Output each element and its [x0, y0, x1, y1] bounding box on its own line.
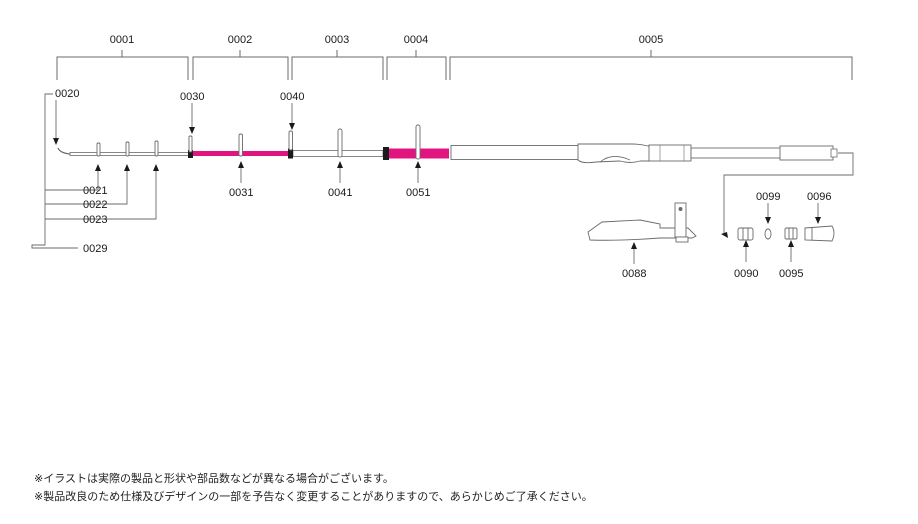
label-0021: 0021: [83, 185, 107, 197]
reel-seat: [577, 143, 651, 164]
label-0003: 0003: [325, 34, 349, 46]
joint-0004: [383, 147, 389, 160]
joint-0040: [288, 148, 293, 159]
label-0001: 0001: [110, 34, 134, 46]
guide-0040: [288, 130, 293, 151]
section-labels: 0001 0002 0003 0004 0005: [110, 34, 663, 46]
label-0029: 0029: [83, 243, 107, 255]
label-0030: 0030: [180, 91, 204, 103]
collar-0095: [784, 227, 798, 240]
bracket-0003: [291, 50, 384, 80]
guide-0030: [188, 135, 193, 153]
section-brackets: [56, 50, 853, 80]
label-0041: 0041: [328, 187, 352, 199]
label-0022: 0022: [83, 199, 107, 211]
label-0004: 0004: [404, 34, 428, 46]
disclaimer-note-2: ※製品改良のため仕様及びデザインの一部を予告なく変更することがありますので、あら…: [34, 490, 593, 503]
butt-end-0096: [804, 225, 835, 242]
label-0020: 0020: [55, 88, 79, 100]
leader-lines: [31, 93, 854, 264]
bracket-0002: [192, 50, 289, 80]
label-0088: 0088: [622, 268, 646, 280]
nut-0090: [737, 227, 754, 241]
guide-0031: [238, 133, 243, 157]
oring-0099: [764, 228, 772, 240]
part-labels: 0020 0021 0022 0023 0029 0030 0031 0040 …: [55, 88, 831, 280]
label-0040: 0040: [280, 91, 304, 103]
rod-guides: [96, 124, 421, 160]
rod-section-0001: [69, 152, 190, 156]
guide-0041: [337, 128, 343, 158]
rod: [57, 124, 838, 164]
rod-grip: [690, 147, 782, 159]
label-0023: 0023: [83, 214, 107, 226]
bracket-0005: [449, 50, 853, 80]
guide-0021: [96, 142, 101, 157]
label-0095: 0095: [779, 268, 803, 280]
reel-foot-0088: [587, 202, 697, 243]
label-0099: 0099: [756, 191, 780, 203]
guide-0051: [415, 124, 421, 160]
label-0096: 0096: [807, 191, 831, 203]
label-0002: 0002: [228, 34, 252, 46]
reel-seat-hood: [599, 156, 631, 163]
bracket-0001: [56, 50, 189, 80]
bracket-0004: [386, 50, 447, 80]
reel-seat-nut: [648, 144, 692, 162]
rod-section-0005: [450, 145, 580, 160]
butt-cap: [779, 145, 834, 161]
joint-0030: [188, 150, 193, 158]
label-0005: 0005: [639, 34, 663, 46]
guide-0023: [154, 140, 159, 157]
label-0090: 0090: [734, 268, 758, 280]
label-0051: 0051: [406, 187, 430, 199]
leader-arrows: [53, 123, 821, 249]
guide-0022: [125, 141, 130, 157]
label-0031: 0031: [229, 187, 253, 199]
disclaimer-note-1: ※イラストは実際の製品と形状や部品数などが異なる場合がございます。: [34, 472, 394, 485]
